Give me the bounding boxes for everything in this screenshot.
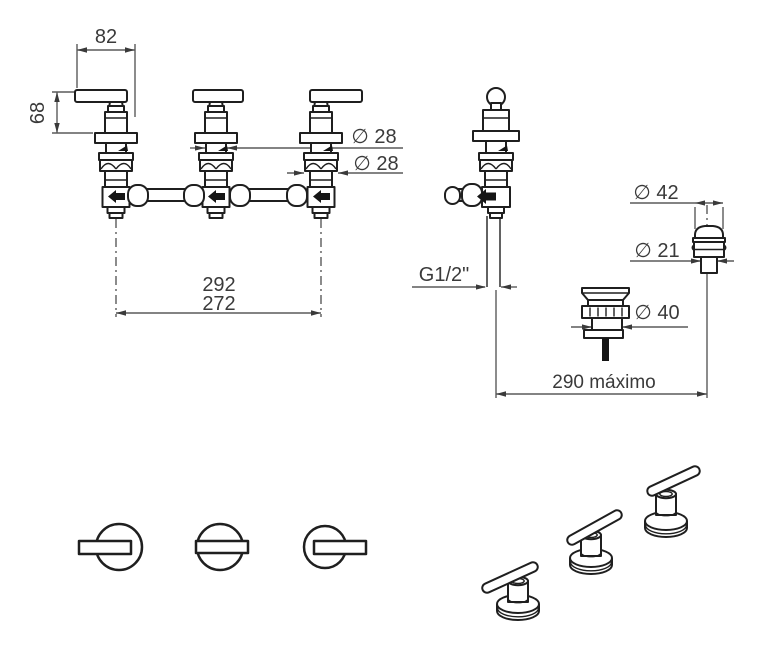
dim-40-label: ∅ 40 (634, 302, 679, 324)
plan-view-handles (77, 522, 368, 572)
dimension-lines (52, 44, 734, 398)
side-view-valve (444, 87, 520, 287)
dim-290-maximo-label: 290 máximo (552, 372, 656, 393)
waste-fitting (691, 225, 727, 274)
isometric-handles (481, 465, 701, 621)
plan-handle-left-lever (77, 539, 133, 556)
dim-42-label: ∅ 42 (633, 182, 678, 204)
plan-handle-center-bar (194, 539, 250, 555)
dim-28-bottom-label: ∅ 28 (353, 153, 398, 175)
dim-21-label: ∅ 21 (634, 240, 679, 262)
handle-lever-right (309, 89, 363, 103)
dim-292-label: 292 (202, 274, 235, 296)
front-valve-center (192, 89, 244, 219)
dimension-labels: 82 68 ∅ 28 ∅ 28 292 272 G1/2" ∅ 42 ∅ 21 … (27, 26, 680, 393)
dim-28-top-label: ∅ 28 (351, 126, 396, 148)
front-valve-right (299, 89, 363, 219)
front-view-valve-set (74, 89, 363, 219)
iso-handle-2 (566, 509, 623, 575)
dim-82-label: 82 (95, 26, 117, 48)
drain-stem (602, 338, 609, 361)
iso-handle-3 (644, 465, 701, 538)
popup-drain (581, 287, 630, 361)
plan-handle-right-lever (312, 539, 368, 556)
dim-272-label: 272 (202, 293, 235, 315)
dim-thread-label: G1/2" (419, 264, 469, 286)
iso-handle-1 (481, 561, 540, 621)
handle-bar-center (192, 89, 244, 103)
dim-68-label: 68 (27, 102, 49, 124)
front-valve-left (74, 89, 138, 219)
handle-lever-left (74, 89, 128, 103)
